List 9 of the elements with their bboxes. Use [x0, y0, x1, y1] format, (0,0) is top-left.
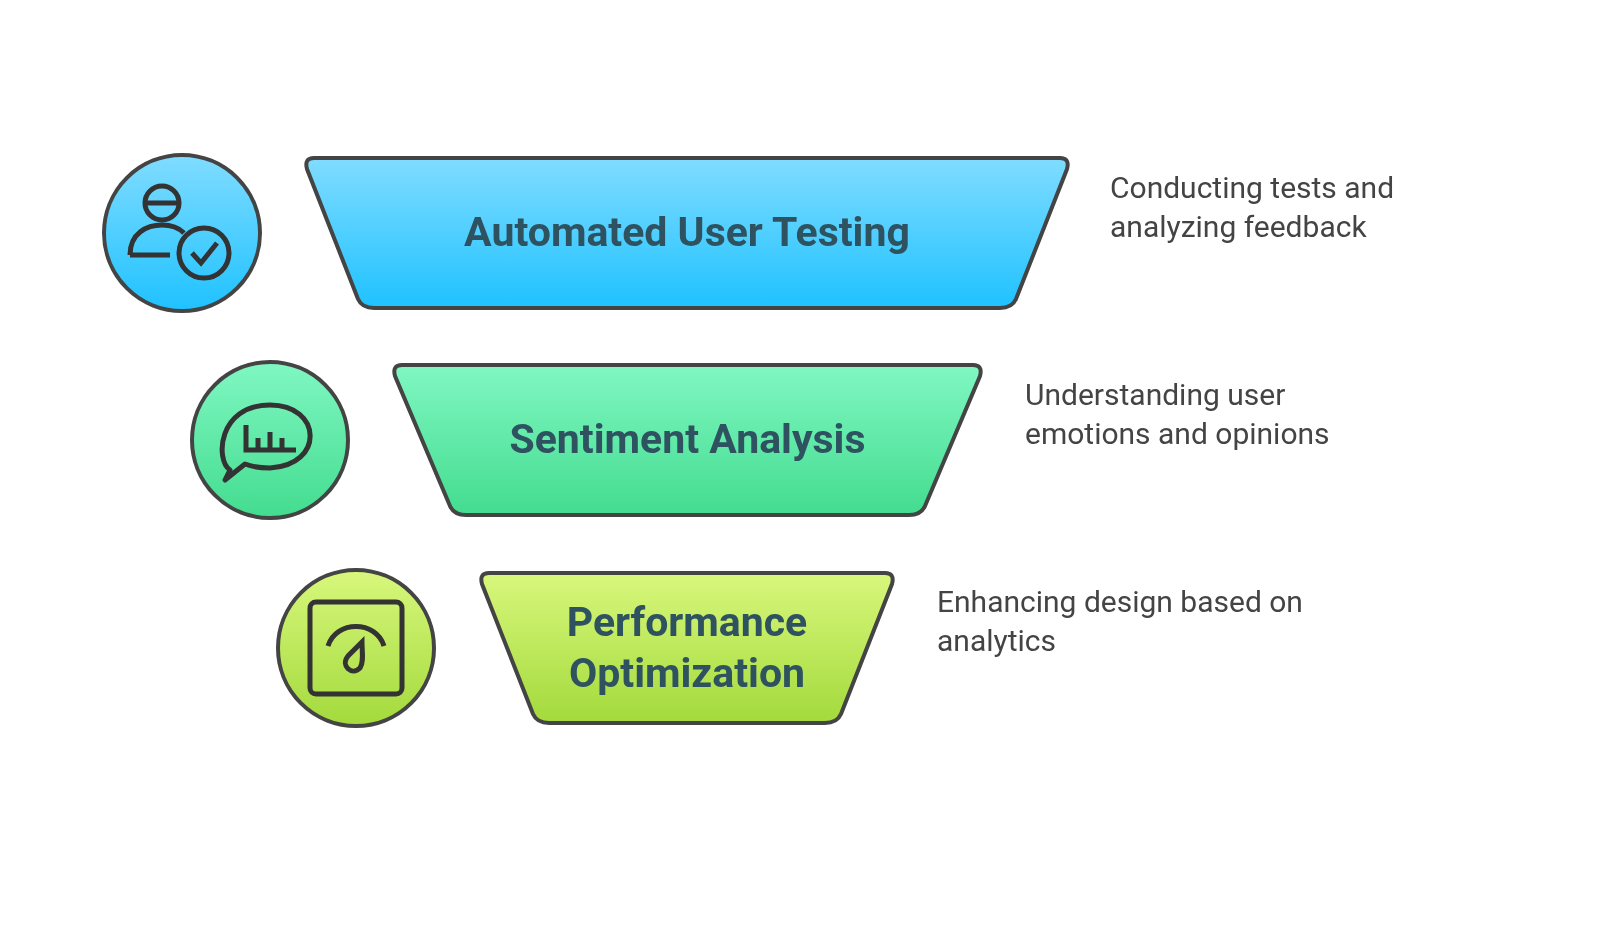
description-text: Understanding user emotions and opinions	[1025, 376, 1331, 453]
stage-title: Performance Optimization	[565, 596, 809, 699]
trapezoid-box	[477, 570, 897, 726]
trapezoid-box	[302, 155, 1072, 311]
description-text: Enhancing design based on analytics	[937, 583, 1304, 660]
stage-title: Automated User Testing	[464, 207, 910, 259]
stage-title: Sentiment Analysis	[509, 414, 866, 466]
trapezoid-box	[390, 362, 985, 518]
description-text: Conducting tests and analyzing feedback	[1110, 169, 1396, 246]
